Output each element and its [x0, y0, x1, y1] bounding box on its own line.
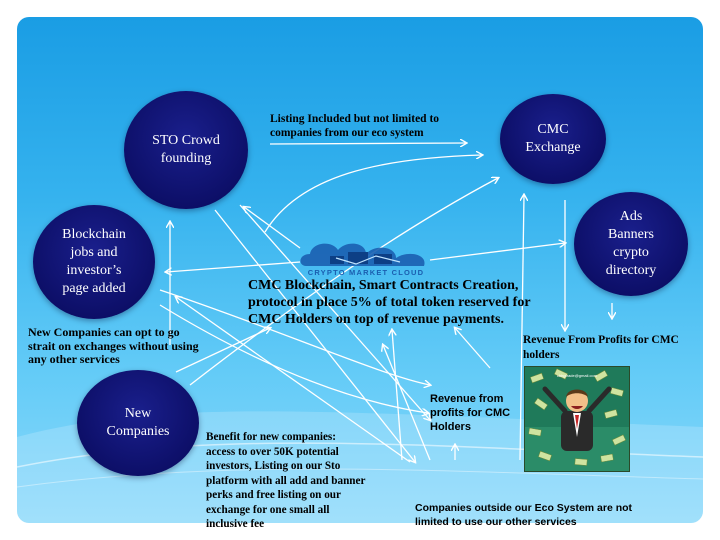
arrow-blockchain-to-revenue: [159, 289, 430, 385]
arrow-outside-to-exchange: [519, 195, 524, 461]
node-ads-banners: Ads Banners crypto directory: [574, 192, 688, 296]
arrow-line-revenue-left: [455, 328, 491, 369]
logo-text: CRYPTO MARKET CLOUD: [308, 268, 425, 277]
arrow-logo-to-ads: [429, 243, 565, 261]
arrow-blockchain-to-revenue2: [159, 304, 428, 413]
label-listing: Listing Included but not limited to comp…: [270, 113, 440, 139]
arrow-logo-to-blockchain: [166, 261, 301, 272]
arrow-sto-to-exchange: [269, 143, 466, 144]
node-sto-label: STO Crowd founding: [152, 133, 220, 166]
money-rain-image: cbhgtrade@gmail.com: [524, 366, 630, 472]
arrow-jobs-to-logo: [239, 204, 430, 420]
node-cmc-exchange: CMC Exchange: [500, 94, 606, 184]
crypto-market-cloud-logo: CRYPTO MARKET CLOUD: [300, 243, 425, 277]
node-ads-label: Ads Banners crypto directory: [605, 209, 657, 278]
arrow-logo-to-sto: [244, 207, 301, 249]
label-main-text: CMC Blockchain, Smart Contracts Creation…: [248, 278, 531, 327]
svg-text:cbhgtrade@gmail.com: cbhgtrade@gmail.com: [557, 373, 598, 378]
label-benefit: Benefit for new companies: access to ove…: [206, 431, 366, 530]
label-outside-ecosystem: Companies outside our Eco System are not…: [415, 502, 633, 528]
node-cmc-exchange-label: CMC Exchange: [525, 122, 581, 155]
label-new-companies-note: New Companies can opt to go strait on ex…: [28, 325, 199, 366]
arrow-new-to-center: [175, 328, 270, 373]
arrow-new-to-exchange: [189, 178, 498, 386]
node-new-companies-label: New Companies: [106, 406, 170, 439]
arrow-outside-to-blockchain: [176, 297, 411, 463]
label-revenue-from-profits: Revenue From Profits for CMC holders: [523, 334, 679, 361]
label-revenue-from: Revenue from profits for CMC Holders: [430, 393, 511, 433]
arrow-sto-long: [214, 209, 415, 462]
node-blockchain-jobs-label: Blockchain jobs and investor’s page adde…: [62, 227, 126, 296]
arrow-curve-to-exchange: [264, 155, 482, 233]
arrow-outside-3: [392, 330, 403, 461]
arrow-outside-1: [383, 345, 431, 461]
node-new-companies: New Companies: [77, 370, 199, 476]
node-sto-crowdfunding: STO Crowd founding: [124, 91, 248, 209]
node-blockchain-jobs: Blockchain jobs and investor’s page adde…: [33, 205, 155, 319]
